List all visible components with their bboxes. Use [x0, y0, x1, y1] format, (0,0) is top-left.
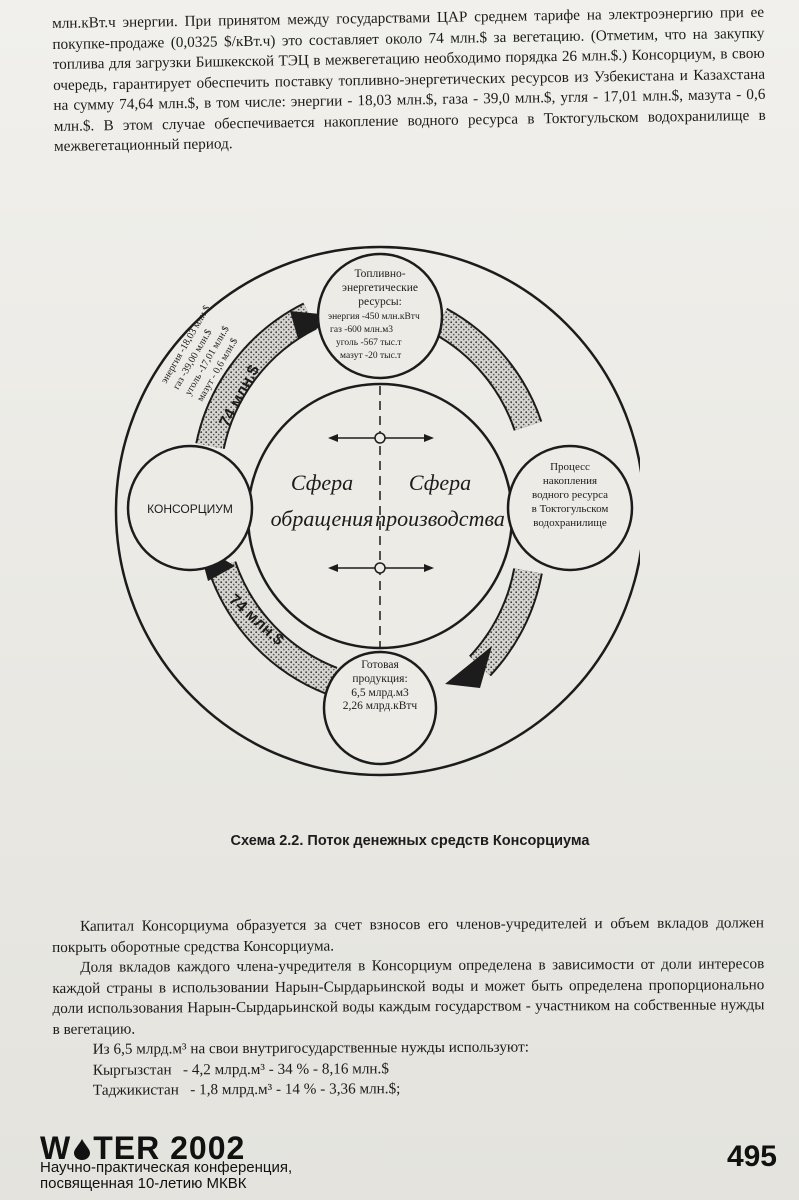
money-flow-diagram: Сфера обращения Сфера производства Топли…	[114, 245, 640, 777]
finished-product-line-2: продукция:	[352, 673, 407, 685]
sphere-production-line2: производства	[375, 506, 505, 531]
consortium-node	[126, 444, 254, 572]
body-paragraph-1: Капитал Консорциума образуется за счет в…	[52, 914, 765, 956]
flow-arrowhead-bottom	[445, 646, 492, 688]
logo-rest: TER 2002	[93, 1130, 246, 1166]
finished-product-line-3: 6,5 млрд.м3	[351, 687, 409, 699]
fuel-resources-title-3: ресурсы:	[358, 296, 402, 308]
sphere-production-line1: Сфера	[409, 470, 471, 495]
country-row: Таджикистан - 1,8 млрд.м³ - 14 % - 3,36 …	[53, 1077, 765, 1101]
water-logo: W TER 2002	[40, 1130, 245, 1167]
sphere-circulation-line1: Сфера	[291, 470, 353, 495]
country-name: Кыргызстан	[92, 1060, 172, 1079]
finished-product-node	[322, 650, 438, 766]
fuel-resources-title-2: энергетические	[342, 282, 418, 294]
sphere-circulation-line2: обращения	[271, 506, 374, 531]
accumulation-line-5: водохранилище	[533, 517, 607, 529]
outer-circle	[114, 245, 640, 777]
intro-paragraph-text: млн.кВт.ч энергии. При принятом между го…	[52, 3, 766, 155]
body-paragraph-2: Доля вкладов каждого члена-учредителя в …	[52, 955, 765, 1038]
accumulation-line-3: водного ресурса	[532, 489, 608, 501]
finished-product-line-4: 2,26 млрд.кВтч	[343, 700, 418, 712]
intro-paragraph: млн.кВт.ч энергии. При принятом между го…	[52, 3, 766, 158]
logo-letter-w: W	[40, 1130, 72, 1166]
fuel-resources-item-3: уголь -567 тыс.т	[336, 338, 402, 348]
diagram-caption: Схема 2.2. Поток денежных средств Консор…	[230, 833, 590, 849]
accumulation-line-4: в Токтогульском	[532, 503, 609, 515]
conference-subtitle-line-2: посвященная 10-летию МКВК	[40, 1175, 247, 1192]
page-number: 495	[726, 1140, 777, 1173]
conference-subtitle-line-1: Научно-практическая конференция,	[40, 1159, 293, 1176]
finished-product-line-1: Готовая	[361, 659, 399, 671]
accumulation-line-1: Процесс	[550, 461, 590, 473]
accumulation-line-2: накопления	[543, 475, 597, 487]
consortium-label: КОНСОРЦИУМ	[147, 502, 233, 516]
fuel-resources-item-1: энергия -450 млн.кВтч	[328, 312, 420, 322]
fuel-resources-title-1: Топливно-	[354, 268, 405, 280]
fuel-resources-item-2: газ -600 млн.м3	[330, 325, 393, 335]
body-text: Капитал Консорциума образуется за счет в…	[52, 913, 765, 1101]
country-name: Таджикистан	[92, 1081, 179, 1099]
conference-subtitle: Научно-практическая конференция, посвяще…	[40, 1160, 360, 1192]
country-detail: - 4,2 млрд.м³ - 34 % - 8,16 млн.$	[182, 1059, 389, 1078]
water-drop-icon	[74, 1139, 91, 1160]
fuel-resources-node	[316, 252, 444, 380]
accumulation-node	[506, 444, 634, 572]
fuel-resources-item-4: мазут -20 тыс.т	[340, 351, 402, 361]
country-detail: - 1,8 млрд.м³ - 14 % - 3,36 млн.$;	[190, 1080, 401, 1099]
